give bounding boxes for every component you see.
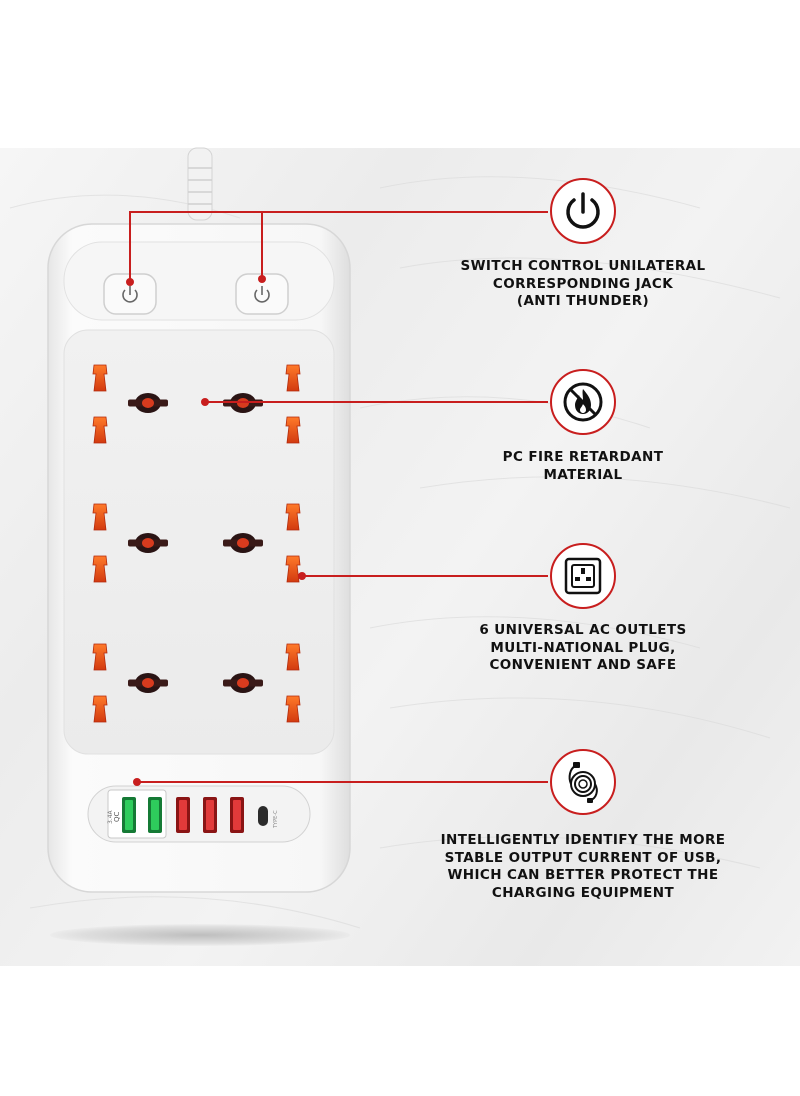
power-icon <box>254 286 270 303</box>
usb-port-typec[interactable] <box>258 806 268 826</box>
usb-port[interactable] <box>176 797 190 833</box>
feature-line: INTELLIGENTLY IDENTIFY THE MORE <box>440 832 726 848</box>
feature-line: WHICH CAN BETTER PROTECT THE <box>447 867 719 883</box>
power-icon <box>566 192 600 229</box>
feature-badge-fire <box>550 369 616 435</box>
usb-qc-label: QC <box>113 811 121 822</box>
usb-typec-label: TYPE-C <box>273 810 279 829</box>
feature-text-switch: SWITCH CONTROL UNILATERAL CORRESPONDING … <box>433 258 733 311</box>
feature-line: STABLE OUTPUT CURRENT OF USB, <box>444 849 722 866</box>
usb-panel: QC 3.4A TYPE-C <box>87 785 311 843</box>
feature-line: (ANTI THUNDER) <box>516 293 650 309</box>
feature-line: CONVENIENT AND SAFE <box>489 657 677 673</box>
feature-line: PC FIRE RETARDANT <box>502 449 664 465</box>
feature-line: 6 UNIVERSAL AC OUTLETS <box>479 622 687 638</box>
device-shadow <box>50 924 350 946</box>
outlet-icon <box>564 557 602 595</box>
usb-rating-label: 3.4A <box>107 809 114 824</box>
feature-text-usb: INTELLIGENTLY IDENTIFY THE MORE STABLE O… <box>433 832 733 902</box>
callout-lines <box>129 211 548 783</box>
usb-port-qc[interactable] <box>148 797 162 833</box>
feature-badge-outlet <box>550 543 616 609</box>
callout-dots <box>126 275 306 786</box>
usb-port-qc[interactable] <box>122 797 136 833</box>
feature-line: MATERIAL <box>543 466 623 483</box>
usb-cable-icon <box>568 762 598 803</box>
feature-text-fire: PC FIRE RETARDANT MATERIAL <box>433 449 733 484</box>
feature-line: CHARGING EQUIPMENT <box>491 884 675 901</box>
feature-line: CORRESPONDING JACK <box>492 275 674 292</box>
power-icon <box>122 286 138 303</box>
usb-port[interactable] <box>230 797 244 833</box>
power-cord <box>187 147 213 221</box>
feature-badge-usb <box>550 749 616 815</box>
fire-retardant-icon <box>563 382 603 422</box>
usb-port[interactable] <box>203 797 217 833</box>
feature-line: MULTI-NATIONAL PLUG, <box>490 639 676 656</box>
feature-line: SWITCH CONTROL UNILATERAL <box>460 258 706 274</box>
feature-text-outlets: 6 UNIVERSAL AC OUTLETS MULTI-NATIONAL PL… <box>433 622 733 675</box>
feature-badge-power <box>550 178 616 244</box>
